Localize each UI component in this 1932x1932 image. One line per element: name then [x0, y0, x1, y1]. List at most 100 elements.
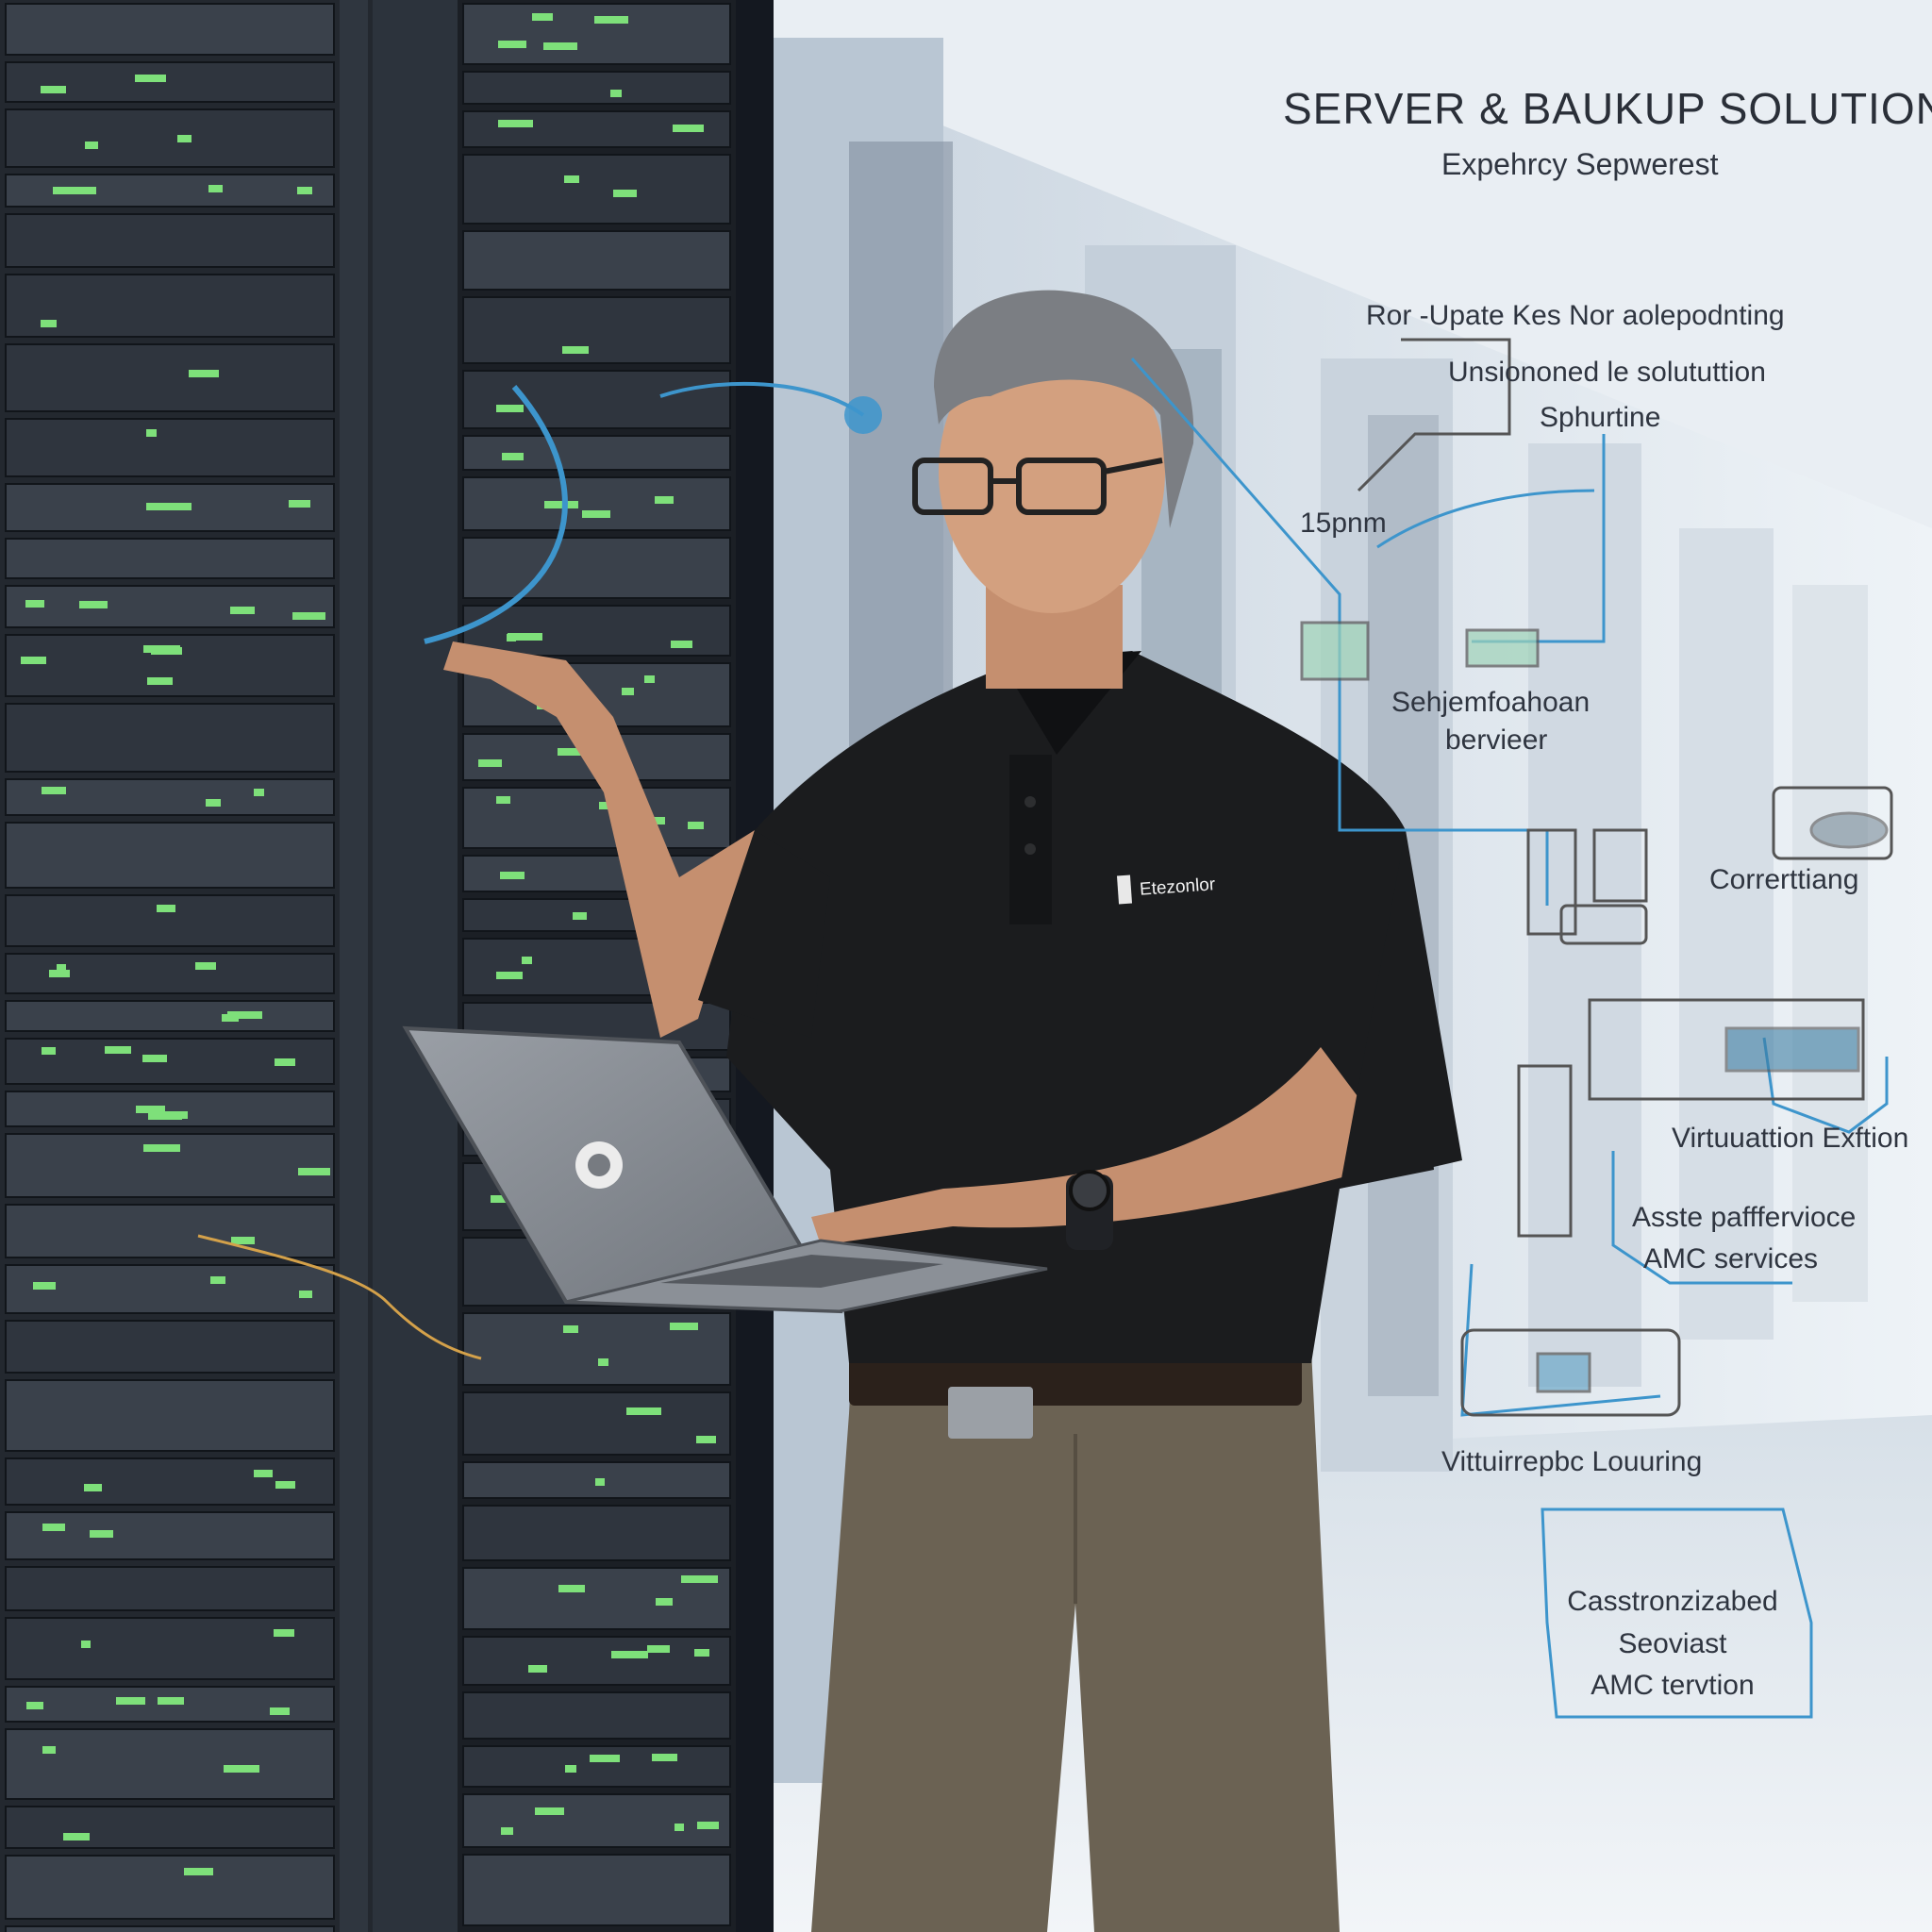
diagram-label-top: Ror -Upate Kes Nor aolepodnting	[1366, 300, 1785, 331]
rack-unit	[5, 1379, 335, 1452]
rack-unit	[5, 108, 335, 168]
rack-unit	[5, 1320, 335, 1374]
rack-unit	[462, 476, 731, 531]
rack-unit	[462, 296, 731, 364]
rack-unit	[462, 605, 731, 657]
status-led	[135, 75, 166, 82]
status-led	[535, 1807, 564, 1815]
status-led	[652, 1754, 677, 1761]
status-led	[49, 970, 70, 977]
status-led	[231, 1237, 255, 1244]
rack-unit	[5, 1855, 335, 1920]
status-led	[496, 972, 523, 979]
status-led	[136, 1106, 165, 1113]
status-led	[558, 748, 592, 756]
rack-unit	[462, 537, 731, 599]
status-led	[563, 1325, 578, 1333]
rack-unit	[462, 1505, 731, 1561]
rack-unit	[5, 822, 335, 889]
rack-unit	[5, 1617, 335, 1680]
status-led	[599, 802, 610, 809]
rack-unit	[5, 1806, 335, 1849]
rack-unit	[462, 154, 731, 225]
status-led	[502, 453, 524, 460]
rack-unit	[5, 634, 335, 697]
rack-unit	[5, 538, 335, 579]
heading-subtitle: Expehrcy Sepwerest	[1441, 147, 1719, 181]
status-led	[158, 1697, 184, 1705]
status-led	[675, 1824, 684, 1831]
status-led	[210, 1276, 225, 1284]
status-led	[528, 1665, 547, 1673]
status-led	[644, 675, 655, 683]
diagram-box-line3: AMC tervtion	[1591, 1670, 1755, 1701]
status-led	[224, 1765, 259, 1773]
rack-unit	[5, 778, 335, 816]
rack-unit	[5, 343, 335, 412]
diagram-label-server-service-2: bervieer	[1445, 724, 1548, 756]
rack-unit	[5, 274, 335, 338]
diagram-label-virtualization: Virtuuattion Exftion	[1672, 1123, 1909, 1154]
diagram-label-monitoring: Vittuirrepbc Louuring	[1441, 1446, 1703, 1477]
status-led	[696, 1436, 716, 1443]
technician-figure	[443, 290, 1462, 1932]
status-led	[694, 1649, 709, 1657]
status-led	[673, 125, 704, 132]
server-rack-left	[0, 0, 373, 1932]
status-led	[195, 962, 216, 970]
status-led	[116, 1697, 145, 1705]
status-led	[147, 677, 173, 685]
rack-unit	[5, 1728, 335, 1800]
status-led	[42, 787, 66, 794]
rack-unit	[5, 585, 335, 628]
rack-unit	[5, 894, 335, 947]
status-led	[84, 1484, 102, 1491]
status-led	[41, 320, 57, 327]
status-led	[143, 1144, 180, 1152]
status-led	[647, 1645, 670, 1653]
status-led	[299, 1291, 312, 1298]
status-led	[53, 187, 89, 194]
status-led	[598, 1358, 608, 1366]
status-led	[57, 964, 66, 972]
status-led	[158, 503, 192, 510]
status-led	[41, 86, 66, 93]
rack-unit	[5, 1566, 335, 1611]
status-led	[148, 1112, 182, 1120]
status-led	[275, 1481, 295, 1489]
rack-unit	[5, 418, 335, 477]
status-led	[626, 1407, 661, 1415]
rack-unit	[5, 1000, 335, 1032]
rack-unit	[462, 1854, 731, 1926]
status-led	[85, 142, 98, 149]
status-led	[297, 187, 312, 194]
status-led	[189, 370, 219, 377]
status-led	[151, 647, 182, 655]
status-led	[105, 1046, 131, 1054]
status-led	[501, 1827, 513, 1835]
diagram-label-asset: Asste pafffervioce	[1632, 1202, 1857, 1233]
status-led	[146, 503, 162, 510]
status-led	[573, 912, 587, 920]
status-led	[42, 1047, 56, 1055]
diagram-label-server-service: Sehjemfoahoan	[1391, 687, 1591, 718]
rack-unit	[5, 1264, 335, 1314]
status-led	[25, 600, 44, 608]
rack-unit	[462, 71, 731, 105]
status-led	[42, 1524, 65, 1531]
rack-unit	[5, 213, 335, 268]
status-led	[647, 817, 665, 824]
rack-unit	[462, 1691, 731, 1740]
status-led	[562, 346, 589, 354]
ceiling	[774, 0, 1932, 528]
rack-unit	[462, 1745, 731, 1788]
rack-unit	[462, 230, 731, 291]
status-led	[289, 500, 310, 508]
rack-unit	[5, 703, 335, 773]
status-led	[498, 120, 533, 127]
status-led	[63, 1833, 90, 1840]
status-led	[184, 1868, 213, 1875]
status-led	[206, 799, 221, 807]
network-cable-link	[659, 381, 865, 417]
